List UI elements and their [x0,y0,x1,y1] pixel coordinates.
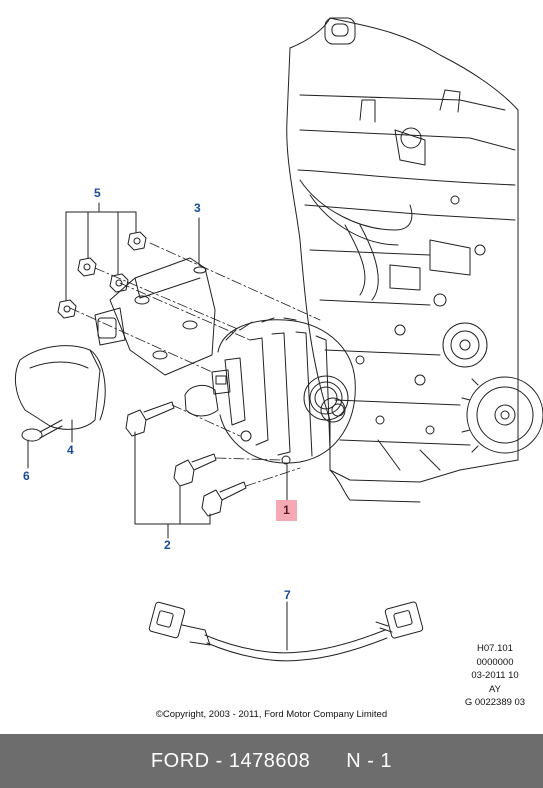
rear-cover-illustration [94,257,216,376]
alignment-lines [69,242,321,487]
doc-code-line: H07.101 [477,643,513,654]
callout-5: 5 [94,186,101,200]
callout-7: 7 [284,588,291,602]
alternator-illustration [184,317,356,465]
doc-code-line: 03-2011 10 [471,670,519,682]
document-codes: H07.101 0000000 03-2011 10 AY G 0022389 … [455,642,535,710]
callout-6: 6 [23,469,30,483]
part-number: FORD - 1478608 [150,749,311,772]
engine-block-illustration [286,17,543,503]
part-footer-bar: FORD - 1478608 N - 1 [0,734,543,788]
callout-1-highlighted: 1 [276,500,297,521]
bolts-illustration [125,401,247,517]
copyright-notice: ©Copyright, 2003 - 2011, Ford Motor Comp… [155,709,388,720]
push-fastener-illustration [21,419,63,442]
leader-lines [27,202,288,651]
heat-shield-illustration [14,345,106,430]
doc-code-line: 0000000 [476,656,514,668]
callout-4: 4 [67,443,74,457]
doc-code-line: AY [489,683,501,695]
doc-code-line: G 0022389 03 [464,697,526,709]
nuts-illustration [57,231,147,319]
wiring-harness-illustration [148,601,424,662]
quantity: N - 1 [346,749,393,772]
callout-3: 3 [194,201,201,215]
callout-2: 2 [164,538,171,552]
exploded-parts-diagram [14,17,543,662]
